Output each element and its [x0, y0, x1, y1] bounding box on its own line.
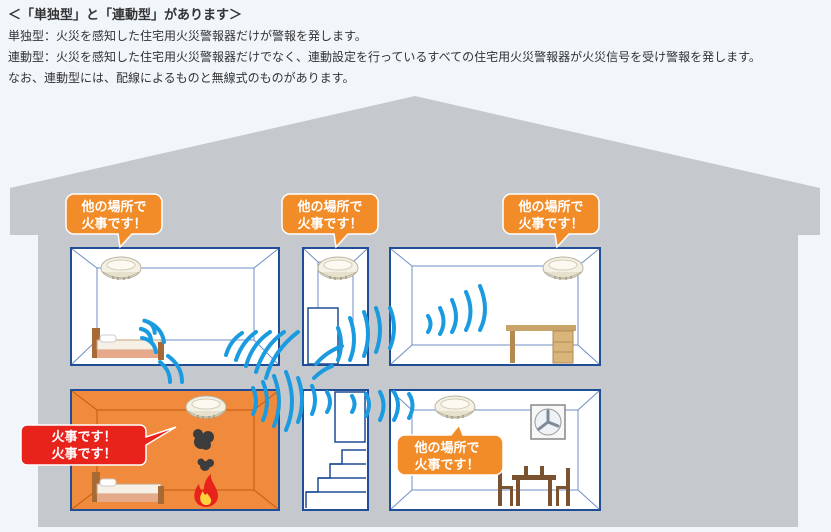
fan-icon: [530, 404, 566, 440]
table-chairs-icon: [498, 466, 570, 506]
intro-text: ＜「単独型」と「連動型」があります＞ 単独型：火災を感知した住宅用火災警報器だけ…: [8, 6, 828, 89]
alert-bubble-upper-middle: 他の場所で 火事です！: [281, 193, 379, 249]
alert-bubble-lower-right: 他の場所で 火事です！: [396, 423, 504, 476]
bubble-line-1: 他の場所で: [413, 440, 479, 456]
fire-bubble-line-2: 火事です！: [51, 446, 116, 462]
wireless-wave-icon: [138, 284, 487, 432]
standalone-description: 単独型：火災を感知した住宅用火災警報器だけが警報を発します。: [8, 29, 367, 43]
bubble-line-2: 火事です！: [81, 216, 146, 232]
alert-bubble-upper-right: 他の場所で 火事です！: [502, 193, 600, 249]
desk-icon: [506, 325, 576, 364]
bubble-line-2: 火事です！: [414, 457, 479, 473]
intro-heading: ＜「単独型」と「連動型」があります＞: [8, 8, 243, 23]
house-roof: [10, 96, 820, 235]
smoke-icon: [193, 429, 214, 471]
fire-alert-bubble: 火事です！ 火事です！: [20, 424, 177, 466]
fire-bubble-line-1: 火事です！: [51, 429, 116, 445]
bubble-line-2: 火事です！: [297, 216, 362, 232]
bubble-line-1: 他の場所で: [80, 199, 146, 215]
flame-icon: [194, 474, 218, 507]
bubble-line-2: 火事です！: [518, 216, 583, 232]
alert-bubble-upper-left: 他の場所で 火事です！: [65, 193, 163, 249]
linked-description: 連動型：火災を感知した住宅用火災警報器だけでなく、連動設定を行っているすべての住…: [8, 50, 761, 64]
wiring-note: なお、連動型には、配線によるものと無線式のものがあります。: [8, 71, 355, 85]
bubble-line-1: 他の場所で: [517, 199, 583, 215]
bubble-line-1: 他の場所で: [296, 199, 362, 215]
